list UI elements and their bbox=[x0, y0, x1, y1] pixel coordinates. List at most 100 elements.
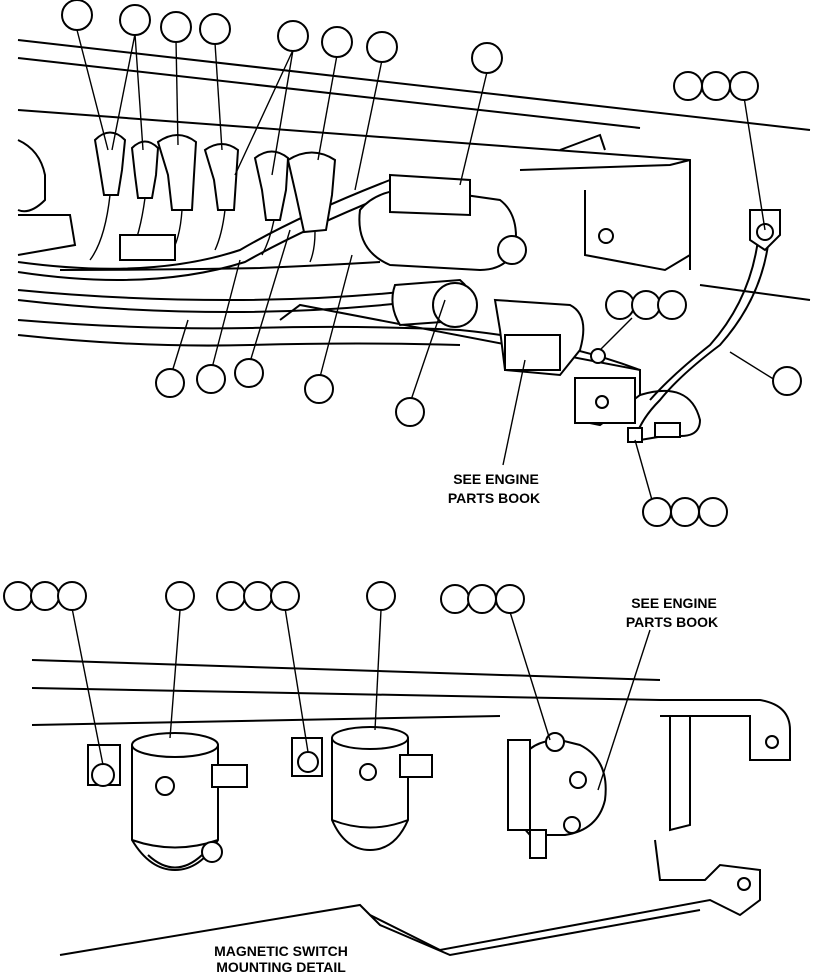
switch-2-cap bbox=[331, 726, 409, 750]
leader bbox=[634, 439, 653, 501]
relay-cap bbox=[389, 173, 471, 217]
base-plate-lower bbox=[369, 909, 701, 957]
harness-tube-4 bbox=[17, 299, 431, 314]
leader bbox=[171, 319, 189, 373]
harness-tube-6 bbox=[17, 334, 461, 347]
leader bbox=[354, 59, 383, 191]
callout-balloon bbox=[495, 584, 525, 614]
switch-1-nut bbox=[91, 763, 115, 787]
switch-1-stud bbox=[155, 776, 175, 796]
callout-balloon bbox=[57, 581, 87, 611]
base-plate bbox=[59, 839, 761, 956]
callout-balloon bbox=[216, 581, 246, 611]
callout-balloon bbox=[670, 497, 700, 527]
bracket-bolt-hole bbox=[598, 228, 614, 244]
top-leaders bbox=[76, 29, 776, 501]
detail-title-line1: MAGNETIC SWITCH bbox=[214, 943, 348, 959]
top-panel-edge bbox=[17, 39, 811, 131]
rail-top bbox=[31, 659, 661, 681]
top-balloons bbox=[61, 0, 802, 527]
callout-balloon bbox=[366, 31, 398, 63]
top-panel-lip bbox=[17, 57, 641, 129]
switch-1-term bbox=[211, 764, 248, 788]
leader bbox=[743, 96, 766, 231]
left-connector bbox=[17, 214, 77, 256]
leader bbox=[374, 609, 382, 731]
callout-balloon bbox=[440, 584, 470, 614]
fuse-holder-5 bbox=[253, 150, 290, 221]
fuse-holder-3 bbox=[156, 134, 198, 211]
ground-strap-2 bbox=[649, 239, 759, 401]
leader bbox=[175, 39, 179, 146]
switch-1-cap bbox=[131, 732, 219, 758]
engine-connector-plug bbox=[504, 334, 561, 371]
engine-note-bottom-line1: SEE ENGINE bbox=[631, 595, 717, 611]
leader bbox=[234, 49, 294, 176]
callout-balloon bbox=[772, 366, 802, 396]
switch-2-base bbox=[331, 819, 409, 829]
ground-bolt bbox=[756, 223, 774, 241]
callout-balloon bbox=[605, 290, 635, 320]
connector-plug bbox=[119, 234, 176, 261]
harness-tube-7 bbox=[59, 261, 381, 271]
magnetic-switch-3 bbox=[507, 732, 607, 859]
terminal-hole bbox=[595, 395, 609, 409]
callout-balloon bbox=[155, 368, 185, 398]
mounting-bracket bbox=[519, 159, 691, 272]
callout-balloon bbox=[30, 581, 60, 611]
fuse-holders bbox=[93, 131, 337, 234]
switch-3-side-nut bbox=[569, 771, 587, 789]
leader bbox=[284, 607, 309, 753]
rail-bottom bbox=[31, 715, 501, 726]
switch-3-top-nut bbox=[545, 732, 565, 752]
callout-balloon bbox=[471, 42, 503, 74]
callout-balloon bbox=[631, 290, 661, 320]
harness-tube-1 bbox=[17, 179, 391, 270]
leader bbox=[599, 317, 633, 351]
engine-note-top-line2: PARTS BOOK bbox=[448, 490, 540, 506]
switch-2-term bbox=[399, 754, 433, 778]
callout-balloon bbox=[165, 581, 195, 611]
leader bbox=[111, 33, 144, 151]
leader bbox=[319, 254, 353, 378]
leader bbox=[729, 351, 776, 381]
ground-connector bbox=[654, 422, 681, 438]
leader bbox=[502, 359, 526, 466]
callout-balloon bbox=[199, 13, 231, 45]
rail-hole-1 bbox=[765, 735, 779, 749]
bottom-balloons bbox=[3, 581, 525, 614]
callout-balloon bbox=[673, 71, 703, 101]
callout-balloon bbox=[304, 374, 334, 404]
leader bbox=[169, 609, 181, 739]
detail-title-line2: MOUNTING DETAIL bbox=[216, 959, 346, 975]
leader bbox=[509, 611, 551, 741]
leader bbox=[249, 229, 291, 363]
callout-balloon bbox=[366, 581, 396, 611]
switch-3-plate bbox=[507, 739, 531, 831]
callout-balloon bbox=[196, 364, 226, 394]
callout-balloon bbox=[270, 581, 300, 611]
callout-balloon bbox=[657, 290, 687, 320]
bracket-flange bbox=[559, 133, 606, 151]
switch-3-low-nut bbox=[563, 816, 581, 834]
callout-balloon bbox=[243, 581, 273, 611]
callout-balloon bbox=[467, 584, 497, 614]
callout-balloon bbox=[698, 497, 728, 527]
ground-clip bbox=[627, 427, 643, 443]
callout-balloon bbox=[729, 71, 759, 101]
ground-strap bbox=[634, 244, 769, 441]
callout-balloon bbox=[395, 397, 425, 427]
ground-wire-loop bbox=[639, 389, 702, 441]
magnetic-switch-2 bbox=[291, 726, 433, 852]
rail-hole-2 bbox=[737, 877, 751, 891]
leader bbox=[459, 71, 488, 186]
fuse-holder-2 bbox=[130, 140, 160, 199]
top-assembly bbox=[17, 39, 811, 443]
callout-balloon bbox=[119, 4, 151, 36]
callout-balloon bbox=[321, 26, 353, 58]
harness-tube-3 bbox=[17, 289, 421, 302]
leader bbox=[76, 29, 109, 151]
switch-2-stud bbox=[359, 763, 377, 781]
